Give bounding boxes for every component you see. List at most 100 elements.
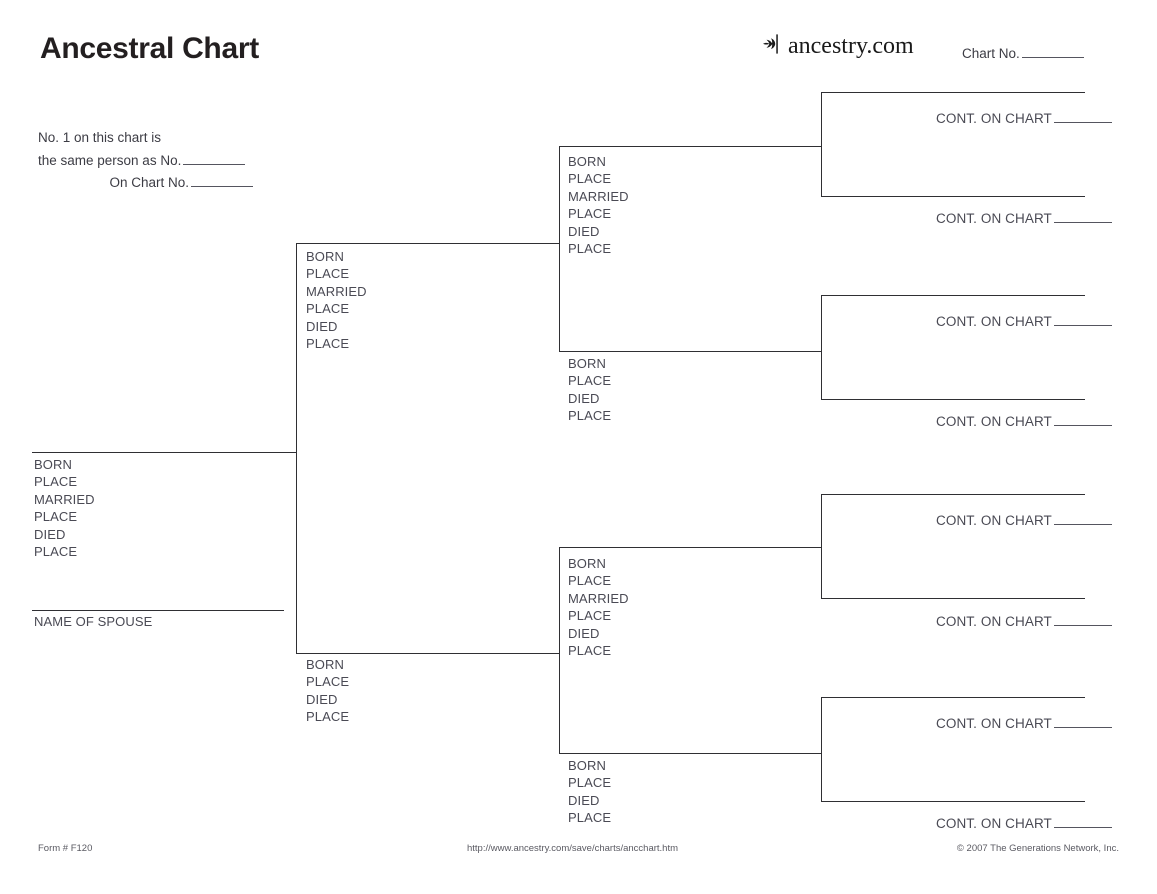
- p4-died-label: DIED: [568, 223, 600, 239]
- p12-cont-blank[interactable]: [1053, 512, 1112, 525]
- p14-cont-on-chart[interactable]: CONT. ON CHART: [936, 715, 1112, 731]
- footer-form-number: Form # F120: [38, 843, 93, 854]
- same-person-note: No. 1 on this chart is the same person a…: [38, 126, 246, 172]
- p8-cont-label: CONT. ON CHART: [936, 111, 1052, 126]
- p7-born-label: BORN: [568, 758, 606, 773]
- p9-name-line[interactable]: [821, 196, 1085, 197]
- on-chart-no-field[interactable]: On Chart No.: [38, 174, 253, 190]
- p14-name-line[interactable]: [821, 697, 1085, 698]
- p11-cont-on-chart[interactable]: CONT. ON CHART: [936, 413, 1112, 429]
- p3-died-label: DIED: [306, 691, 338, 707]
- p4-name-line[interactable]: [559, 146, 821, 147]
- p4-born-label: BORN: [568, 154, 606, 169]
- p15-cont-blank[interactable]: [1053, 815, 1112, 828]
- p10-cont-blank[interactable]: [1053, 313, 1112, 326]
- p1-born-label: BORN: [34, 457, 72, 472]
- p15-name-line[interactable]: [821, 801, 1085, 802]
- p9-cont-on-chart[interactable]: CONT. ON CHART: [936, 210, 1112, 226]
- p6-fields: BORN PLACE MARRIED PLACE DIED PLACE: [568, 555, 629, 659]
- p8-cont-blank[interactable]: [1053, 110, 1112, 123]
- p7-place2-label: PLACE: [568, 810, 612, 826]
- same-person-line-1: No. 1 on this chart is: [38, 130, 162, 145]
- p13-cont-label: CONT. ON CHART: [936, 614, 1052, 629]
- p6-name-line[interactable]: [559, 547, 821, 548]
- p4-to-g4-connector: [810, 146, 822, 147]
- p6-place1-label: PLACE: [568, 573, 612, 589]
- same-person-blank[interactable]: [183, 152, 246, 165]
- p6-died-label: DIED: [568, 625, 600, 641]
- chart-no-blank[interactable]: [1021, 45, 1084, 58]
- p7-name-line[interactable]: [559, 753, 821, 754]
- g1-to-g2-connector: [284, 452, 297, 453]
- g3-lower-bracket-vertical: [559, 547, 560, 753]
- same-person-line-2: the same person as No.: [38, 153, 182, 168]
- p3-place2-label: PLACE: [306, 709, 350, 725]
- p5-to-g4-connector: [810, 351, 822, 352]
- chart-no-field[interactable]: Chart No.: [962, 45, 1084, 61]
- p1-name-line[interactable]: [32, 452, 284, 453]
- p11-cont-label: CONT. ON CHART: [936, 414, 1052, 429]
- g4-bracket-a-vertical: [821, 92, 822, 197]
- p10-cont-on-chart[interactable]: CONT. ON CHART: [936, 313, 1112, 329]
- g4-bracket-b-vertical: [821, 295, 822, 400]
- p6-born-label: BORN: [568, 556, 606, 571]
- ancestry-logo: ancestry.com: [757, 32, 914, 60]
- p11-name-line[interactable]: [821, 399, 1085, 400]
- p5-name-line[interactable]: [559, 351, 821, 352]
- p13-cont-blank[interactable]: [1053, 613, 1112, 626]
- p2-place1-label: PLACE: [306, 266, 350, 282]
- p4-place2-label: PLACE: [568, 206, 612, 222]
- p2-died-label: DIED: [306, 318, 338, 334]
- p3-to-g3-connector: [548, 653, 560, 654]
- p4-place3-label: PLACE: [568, 241, 612, 257]
- p9-cont-blank[interactable]: [1053, 210, 1112, 223]
- on-chart-no-label: On Chart No.: [109, 175, 189, 190]
- p1-fields: BORN PLACE MARRIED PLACE DIED PLACE: [34, 456, 95, 560]
- p5-fields: BORN PLACE DIED PLACE: [568, 355, 611, 425]
- p10-name-line[interactable]: [821, 295, 1085, 296]
- p1-married-label: MARRIED: [34, 491, 95, 507]
- footer-url: http://www.ancestry.com/save/charts/ancc…: [467, 843, 679, 854]
- p3-born-label: BORN: [306, 657, 344, 672]
- p2-married-label: MARRIED: [306, 283, 367, 299]
- p5-place1-label: PLACE: [568, 373, 612, 389]
- p13-cont-on-chart[interactable]: CONT. ON CHART: [936, 613, 1112, 629]
- same-person-line-2-wrap: the same person as No.: [38, 149, 246, 172]
- p7-fields: BORN PLACE DIED PLACE: [568, 757, 611, 827]
- p3-name-line[interactable]: [296, 653, 560, 654]
- p10-cont-label: CONT. ON CHART: [936, 314, 1052, 329]
- p8-cont-on-chart[interactable]: CONT. ON CHART: [936, 110, 1112, 126]
- p5-born-label: BORN: [568, 356, 606, 371]
- p5-place2-label: PLACE: [568, 408, 612, 424]
- p14-cont-label: CONT. ON CHART: [936, 716, 1052, 731]
- chart-no-label: Chart No.: [962, 46, 1020, 61]
- p3-place1-label: PLACE: [306, 674, 350, 690]
- ancestry-logo-text: ancestry.com: [788, 33, 914, 59]
- p6-to-g4-connector: [810, 547, 822, 548]
- p14-cont-blank[interactable]: [1053, 715, 1112, 728]
- p12-cont-on-chart[interactable]: CONT. ON CHART: [936, 512, 1112, 528]
- p15-cont-on-chart[interactable]: CONT. ON CHART: [936, 815, 1112, 831]
- p7-to-g4-connector: [810, 753, 822, 754]
- p2-place3-label: PLACE: [306, 336, 350, 352]
- on-chart-no-blank[interactable]: [191, 174, 253, 187]
- g4-bracket-c-vertical: [821, 494, 822, 599]
- p6-married-label: MARRIED: [568, 590, 629, 606]
- p4-place1-label: PLACE: [568, 171, 612, 187]
- g2-bracket-vertical: [296, 243, 297, 653]
- page-title: Ancestral Chart: [40, 32, 259, 65]
- p11-cont-blank[interactable]: [1053, 413, 1112, 426]
- p2-name-line[interactable]: [296, 243, 560, 244]
- p12-name-line[interactable]: [821, 494, 1085, 495]
- p13-name-line[interactable]: [821, 598, 1085, 599]
- p3-fields: BORN PLACE DIED PLACE: [306, 656, 349, 726]
- p15-cont-label: CONT. ON CHART: [936, 816, 1052, 831]
- p1-spouse-line[interactable]: [32, 610, 284, 611]
- p1-place3-label: PLACE: [34, 544, 78, 560]
- g3-upper-bracket-vertical: [559, 146, 560, 352]
- p2-to-g3-connector: [548, 243, 560, 244]
- p7-died-label: DIED: [568, 792, 600, 808]
- p4-married-label: MARRIED: [568, 188, 629, 204]
- p8-name-line[interactable]: [821, 92, 1085, 93]
- footer-copyright: © 2007 The Generations Network, Inc.: [956, 843, 1119, 854]
